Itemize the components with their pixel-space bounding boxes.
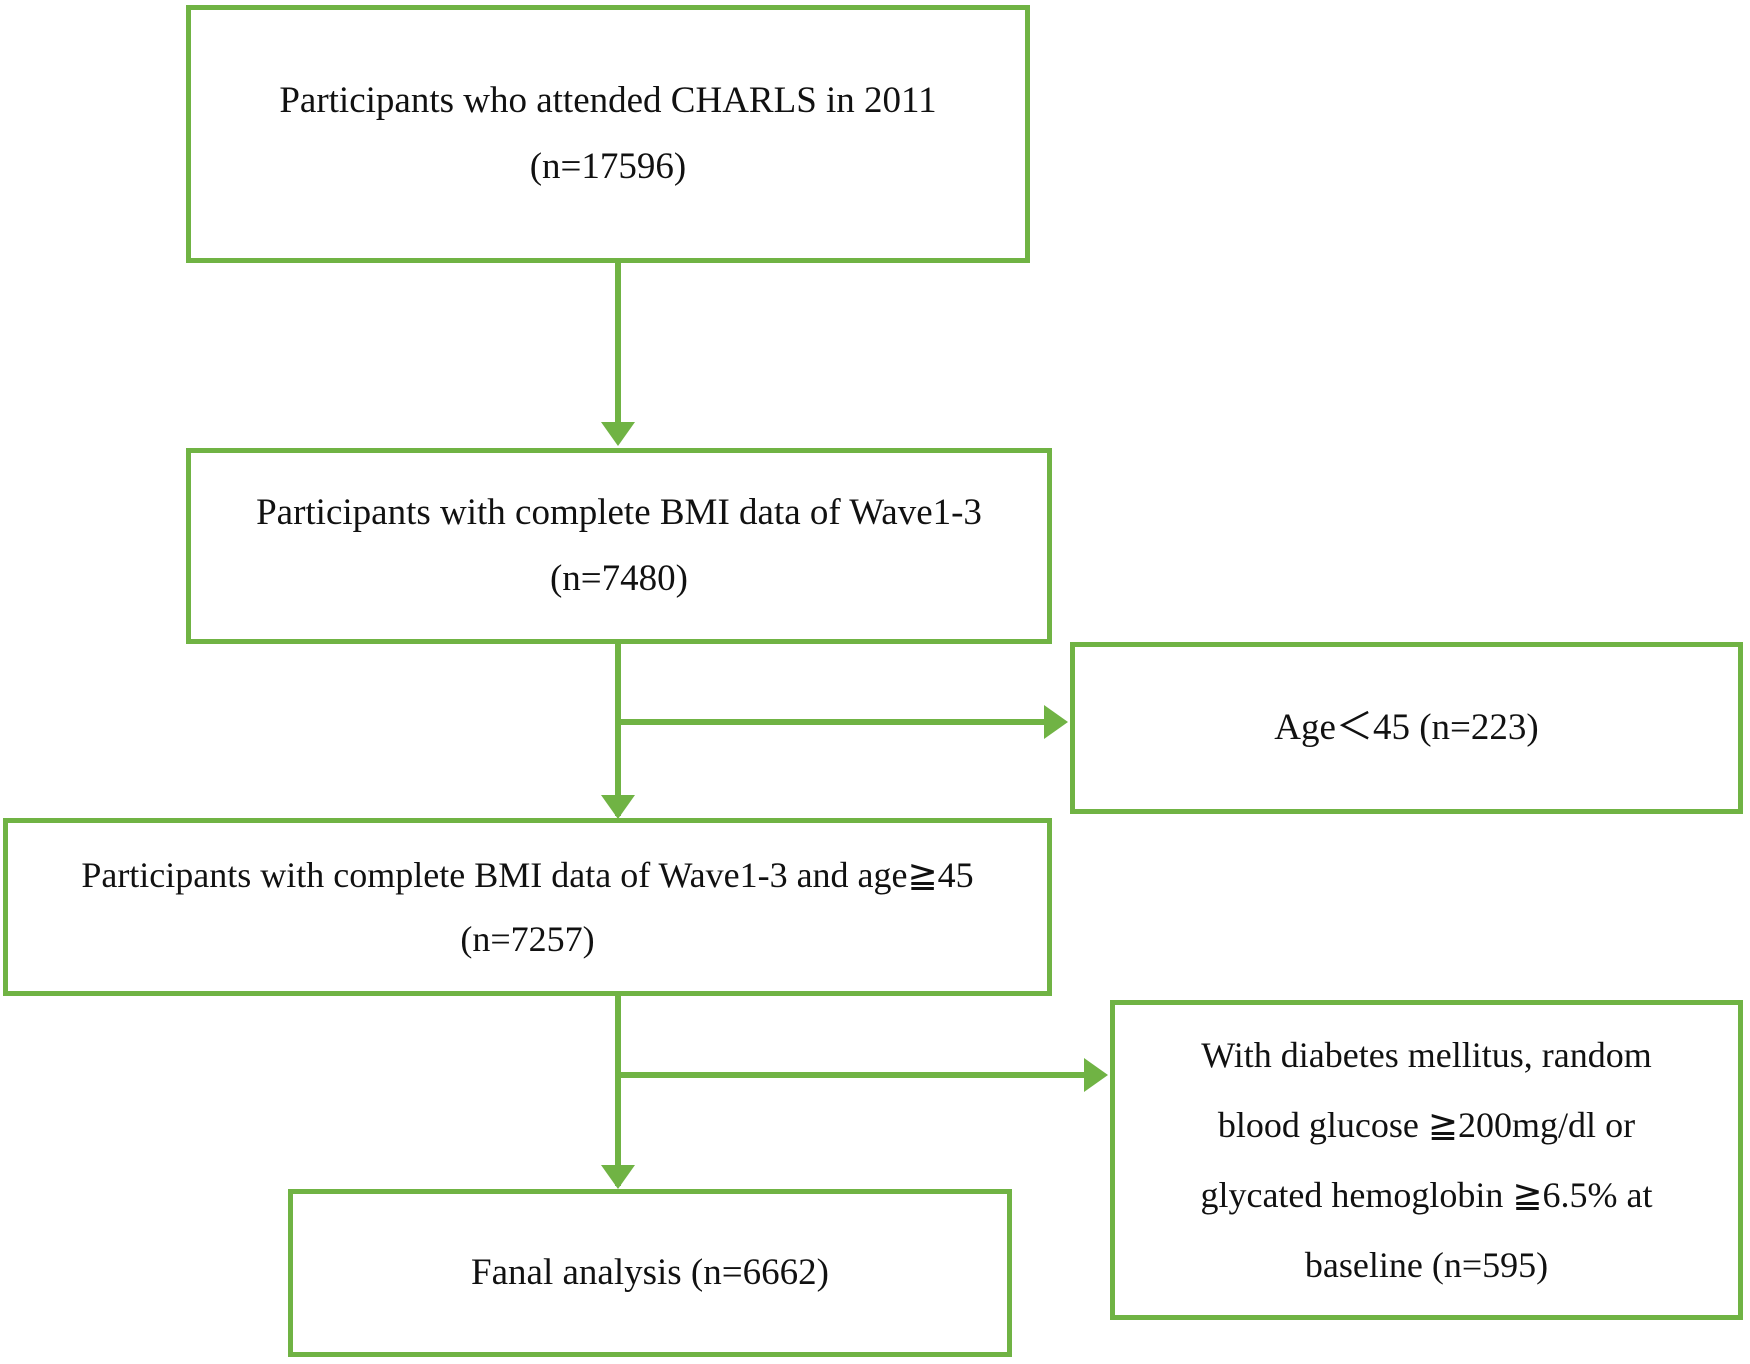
edge-2-to-excluded-age-arrowhead [1044, 705, 1068, 739]
node-complete-bmi-age-line-1: Participants with complete BMI data of W… [81, 854, 974, 895]
node-participants-2011-line-1: Participants who attended CHARLS in 2011 [279, 80, 937, 122]
node-participants-2011-line-2: (n=17596) [529, 146, 687, 187]
node-excluded-diabetes-line-1: With diabetes mellitus, random [1201, 1034, 1652, 1075]
edge-2-to-3-arrowhead [601, 795, 635, 819]
node-complete-bmi-line-2: (n=7480) [549, 558, 688, 599]
node-complete-bmi-line-1: Participants with complete BMI data of W… [256, 492, 982, 534]
node-complete-bmi-age: Participants with complete BMI data of W… [3, 818, 1052, 996]
node-excluded-age: Age＜45 (n=223) [1070, 642, 1743, 814]
node-complete-bmi-age-line-2: (n=7257) [460, 919, 595, 959]
node-excluded-diabetes-line-3: glycated hemoglobin ≧6.5% at [1200, 1175, 1653, 1215]
node-complete-bmi: Participants with complete BMI data of W… [186, 448, 1052, 644]
node-final-analysis-line-1: Fanal analysis (n=6662) [471, 1252, 829, 1294]
node-excluded-diabetes-line-4: baseline (n=595) [1304, 1245, 1549, 1286]
edge-3-to-final-arrowhead [601, 1165, 635, 1189]
edge-2-to-3-stem [615, 644, 621, 816]
edge-3-to-final-stem [615, 996, 621, 1186]
edge-1-to-2-stem [615, 263, 621, 425]
node-excluded-diabetes-line-2: blood glucose ≧200mg/dl or [1217, 1104, 1636, 1145]
node-final-analysis: Fanal analysis (n=6662) [288, 1189, 1012, 1357]
edge-1-to-2-arrowhead [601, 422, 635, 446]
node-excluded-age-line-1: Age＜45 (n=223) [1274, 707, 1539, 749]
node-excluded-diabetes: With diabetes mellitus, random blood glu… [1110, 1000, 1743, 1320]
edge-3-to-excluded-diabetes-arrowhead [1084, 1058, 1108, 1092]
node-participants-2011: Participants who attended CHARLS in 2011… [186, 5, 1030, 263]
edge-3-to-excluded-diabetes-branch [615, 1072, 1085, 1078]
edge-2-to-excluded-age-branch [615, 719, 1045, 725]
